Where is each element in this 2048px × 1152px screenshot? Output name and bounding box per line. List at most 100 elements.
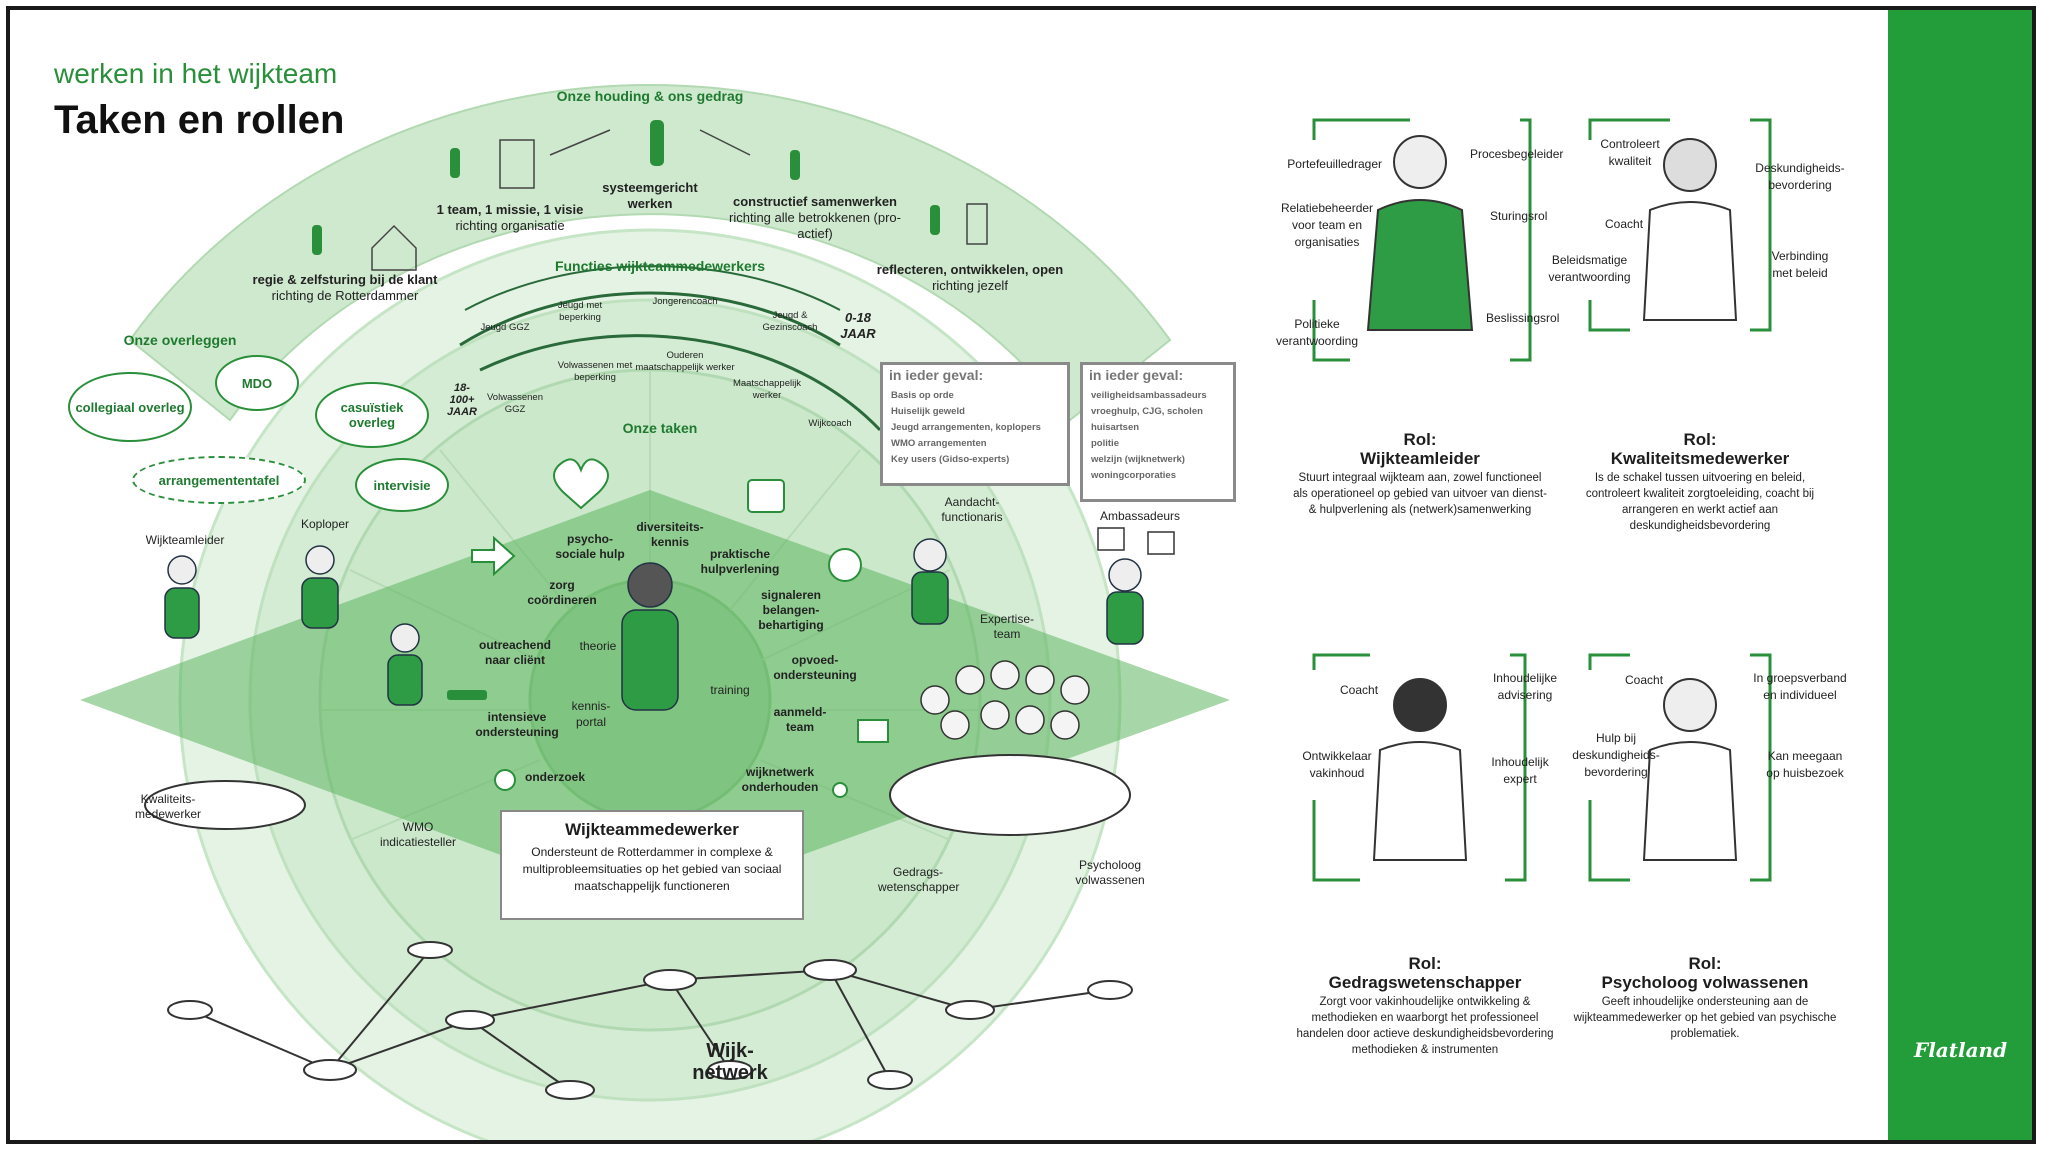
figure-koploper [305,545,335,575]
box-right-item: welzijn (wijknetwerk) [1091,454,1185,465]
box-left-item: WMO arrangementen [891,438,987,449]
role4-title: Rol:Psycholoog volwassenen [1601,954,1809,992]
behaviour-band [128,83,1172,422]
role2-desc: Is de schakel tussen uitvoering en belei… [1585,472,1815,532]
bubble-arrangemententafel: arrangemententafel [132,456,306,504]
bubble-intervisie: intervisie [355,458,449,512]
role1-desc: Stuurt integraal wijkteam aan, zowel fun… [1293,472,1547,516]
network-label: Wijk-netwerk [692,1040,768,1084]
task-signaleren: signaleren belangen-behartiging [758,588,824,632]
box-right-item: vroeghulp, CJG, scholen [1091,406,1203,417]
role3-title: Rol:Gedragswetenschapper [1328,954,1522,992]
label-aandacht: Aandacht-functionaris [941,495,1003,524]
role2-label-3: Coacht [1605,217,1644,231]
platform-kwaliteit [144,780,306,830]
bag-icon [747,479,785,513]
expertise-group [920,660,1090,740]
figure-role-wijkteamleider [1393,135,1447,189]
center-card: Wijkteammedewerker Ondersteunt de Rotter… [500,810,804,920]
role2-title: Rol:Kwaliteitsmedewerker [1610,430,1790,468]
inner-theorie: theorie [579,639,617,653]
role3-label-1: Coacht [1340,683,1379,697]
behaviour-item-3: systeemgericht werken [602,180,698,211]
role1-label-6: Politieke verantwoording [1275,317,1359,348]
box-left-item: Basis op orde [891,390,954,401]
arrow-icon [471,535,516,577]
wijk-network [167,941,1133,1100]
label-expertise: Expertise-team [979,612,1035,641]
heart-plus-icon [553,458,609,510]
role1-label-5: Beslissingsrol [1486,311,1560,325]
adult-item-1: Volwassenen GGZ [487,392,543,415]
figure-role-gedrag [1393,678,1447,732]
box-left-item: Huiselijk geweld [891,406,965,417]
role1-label-4: Sturingsrol [1490,209,1548,223]
page-frame: werken in het wijkteam Taken en rollen [6,6,2036,1144]
label-wmo: WMO indicatiesteller [379,820,457,849]
label-psycholoog: Psycholoog volwassenen [1075,858,1145,887]
network-icon [832,782,848,798]
box-right-item: woningcorporaties [1091,470,1176,481]
adult-item-2: Volwassenen met beperking [557,360,633,383]
role3-label-2: Inhoudelijke advisering [1492,671,1558,702]
behaviour-figures [312,120,940,255]
label-kwaliteit: Kwaliteits-medewerker [134,792,202,821]
brand-logo: Flatland [1914,1038,2008,1062]
box-left: in ieder geval: Basis op orde Huiselijk … [880,362,1070,486]
role4-label-4: Kan meegaan op huisbezoek [1766,749,1844,780]
magnifier-icon [494,769,516,791]
task-diversiteit: diversiteits-kennis [636,520,704,549]
role2-label-5: Verbinding met beleid [1771,249,1829,280]
dumbbell-icon [447,690,487,700]
role4-label-1: Coacht [1625,673,1664,687]
box-right-heading: in ieder geval: [1089,367,1184,383]
role2-label-1: Controleert kwaliteit [1600,137,1660,168]
role2-label-2: Deskundigheids-bevordering [1755,161,1845,192]
box-left-heading: in ieder geval: [889,367,984,383]
youth-item-1: Jeugd GGZ [480,322,530,333]
box-left-list: Basis op orde Huiselijk geweld Jeugd arr… [883,385,1067,471]
target-heart-icon [828,548,862,582]
role3-label-3: Ontwikkelaar vakinhoud [1302,749,1372,780]
adult-age: 18-100+ JAAR [447,382,477,418]
inner-portal: kennis-portal [571,699,611,729]
adult-item-3: Ouderen maatschappelijk werker [635,350,735,373]
adult-item-5: Wijkcoach [808,418,852,429]
task-opvoed: opvoed-ondersteuning [773,653,857,682]
box-right-list: veiligheidsambassadeurs vroeghulp, CJG, … [1083,385,1233,487]
brand-sidebar [1888,10,2032,1140]
center-title: Wijkteammedewerker [565,820,739,839]
role2-label-4: Beleidsmatige verantwoording [1548,253,1631,284]
task-psycho: psycho-sociale hulp [555,532,625,561]
task-wijknetwerk: wijknetwerk onderhouden [741,765,819,794]
inner-training: training [710,683,750,697]
role4-label-2: In groepsverband en individueel [1753,671,1847,702]
role3-label-4: Inhoudelijk expert [1491,755,1549,786]
functions-title: Functies wijkteammedewerkers [554,258,766,274]
figure-role-kwaliteit [1663,138,1717,192]
screen-icon [857,719,889,743]
figure-wijkteammedewerker [627,562,673,608]
behaviour-title: Onze houding & ons gedrag [556,88,744,104]
task-icons [447,458,889,798]
box-right-item: huisartsen [1091,422,1140,433]
task-outreach: outreachend naar cliënt [478,638,551,667]
center-desc: Ondersteunt de Rotterdammer in complexe … [522,845,782,893]
label-gedrag: Gedrags-wetenschapper [878,865,960,894]
page-title: Taken en rollen [54,98,345,142]
bubble-mdo: MDO [215,355,299,411]
platform-expertise [889,754,1131,836]
youth-arc [459,291,841,347]
role1-label-3: Relatiebeheerder voor team en organisati… [1280,201,1374,249]
main-diagram [80,83,1230,1140]
adult-item-4: Maatschappelijk werker [732,378,802,401]
task-onderzoek: onderzoek [524,770,585,784]
figure-wijkteamleider [167,555,197,585]
task-zorg: zorg coördineren [527,578,597,607]
box-left-item: Jeugd arrangementen, koplopers [891,422,1041,433]
figure-ambassadeur [1108,558,1142,592]
role1-label-1: Portefeuilledrager [1287,157,1382,171]
